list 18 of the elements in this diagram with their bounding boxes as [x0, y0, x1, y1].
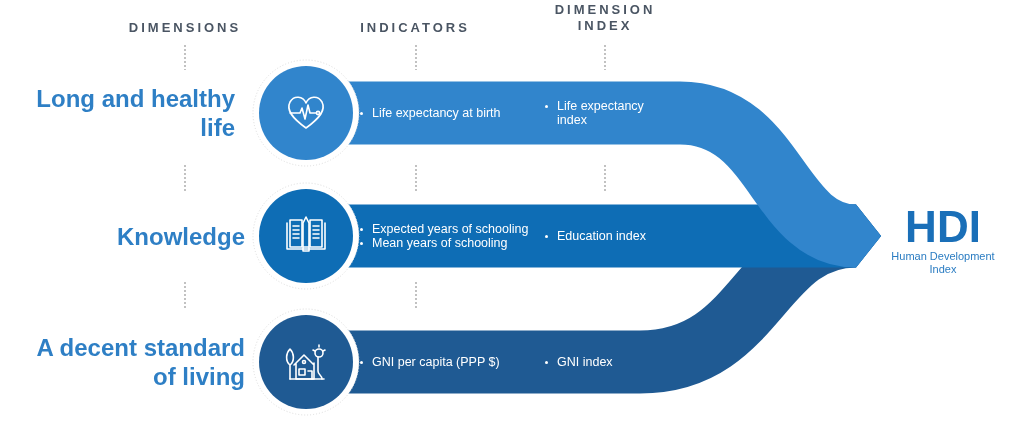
indicator-text: Expected years of schooling	[358, 222, 538, 236]
index-text: GNI index	[543, 355, 675, 369]
dimension-band	[250, 58, 680, 168]
dimension-title: A decent standard of living	[35, 333, 245, 391]
column-header: DIMENSIONS	[127, 20, 243, 36]
dimension-title: Knowledge	[116, 221, 245, 251]
dimension-title: Long and healthy life	[35, 84, 235, 142]
indicator-text: Life expectancy at birth	[358, 106, 538, 120]
indicator-text: GNI per capita (PPP $)	[358, 355, 538, 369]
index-text: Education index	[543, 229, 675, 243]
column-header: INDICATORS	[359, 20, 471, 36]
index-text: Life expectancy index	[543, 99, 675, 127]
dimension-band	[250, 181, 690, 291]
result-title: HDI	[904, 204, 982, 250]
indicator-text: Mean years of schooling	[358, 236, 538, 250]
dimension-band	[250, 307, 640, 417]
column-header: DIMENSION INDEX	[553, 2, 657, 34]
result-subtitle: Human Development Index	[890, 250, 996, 276]
